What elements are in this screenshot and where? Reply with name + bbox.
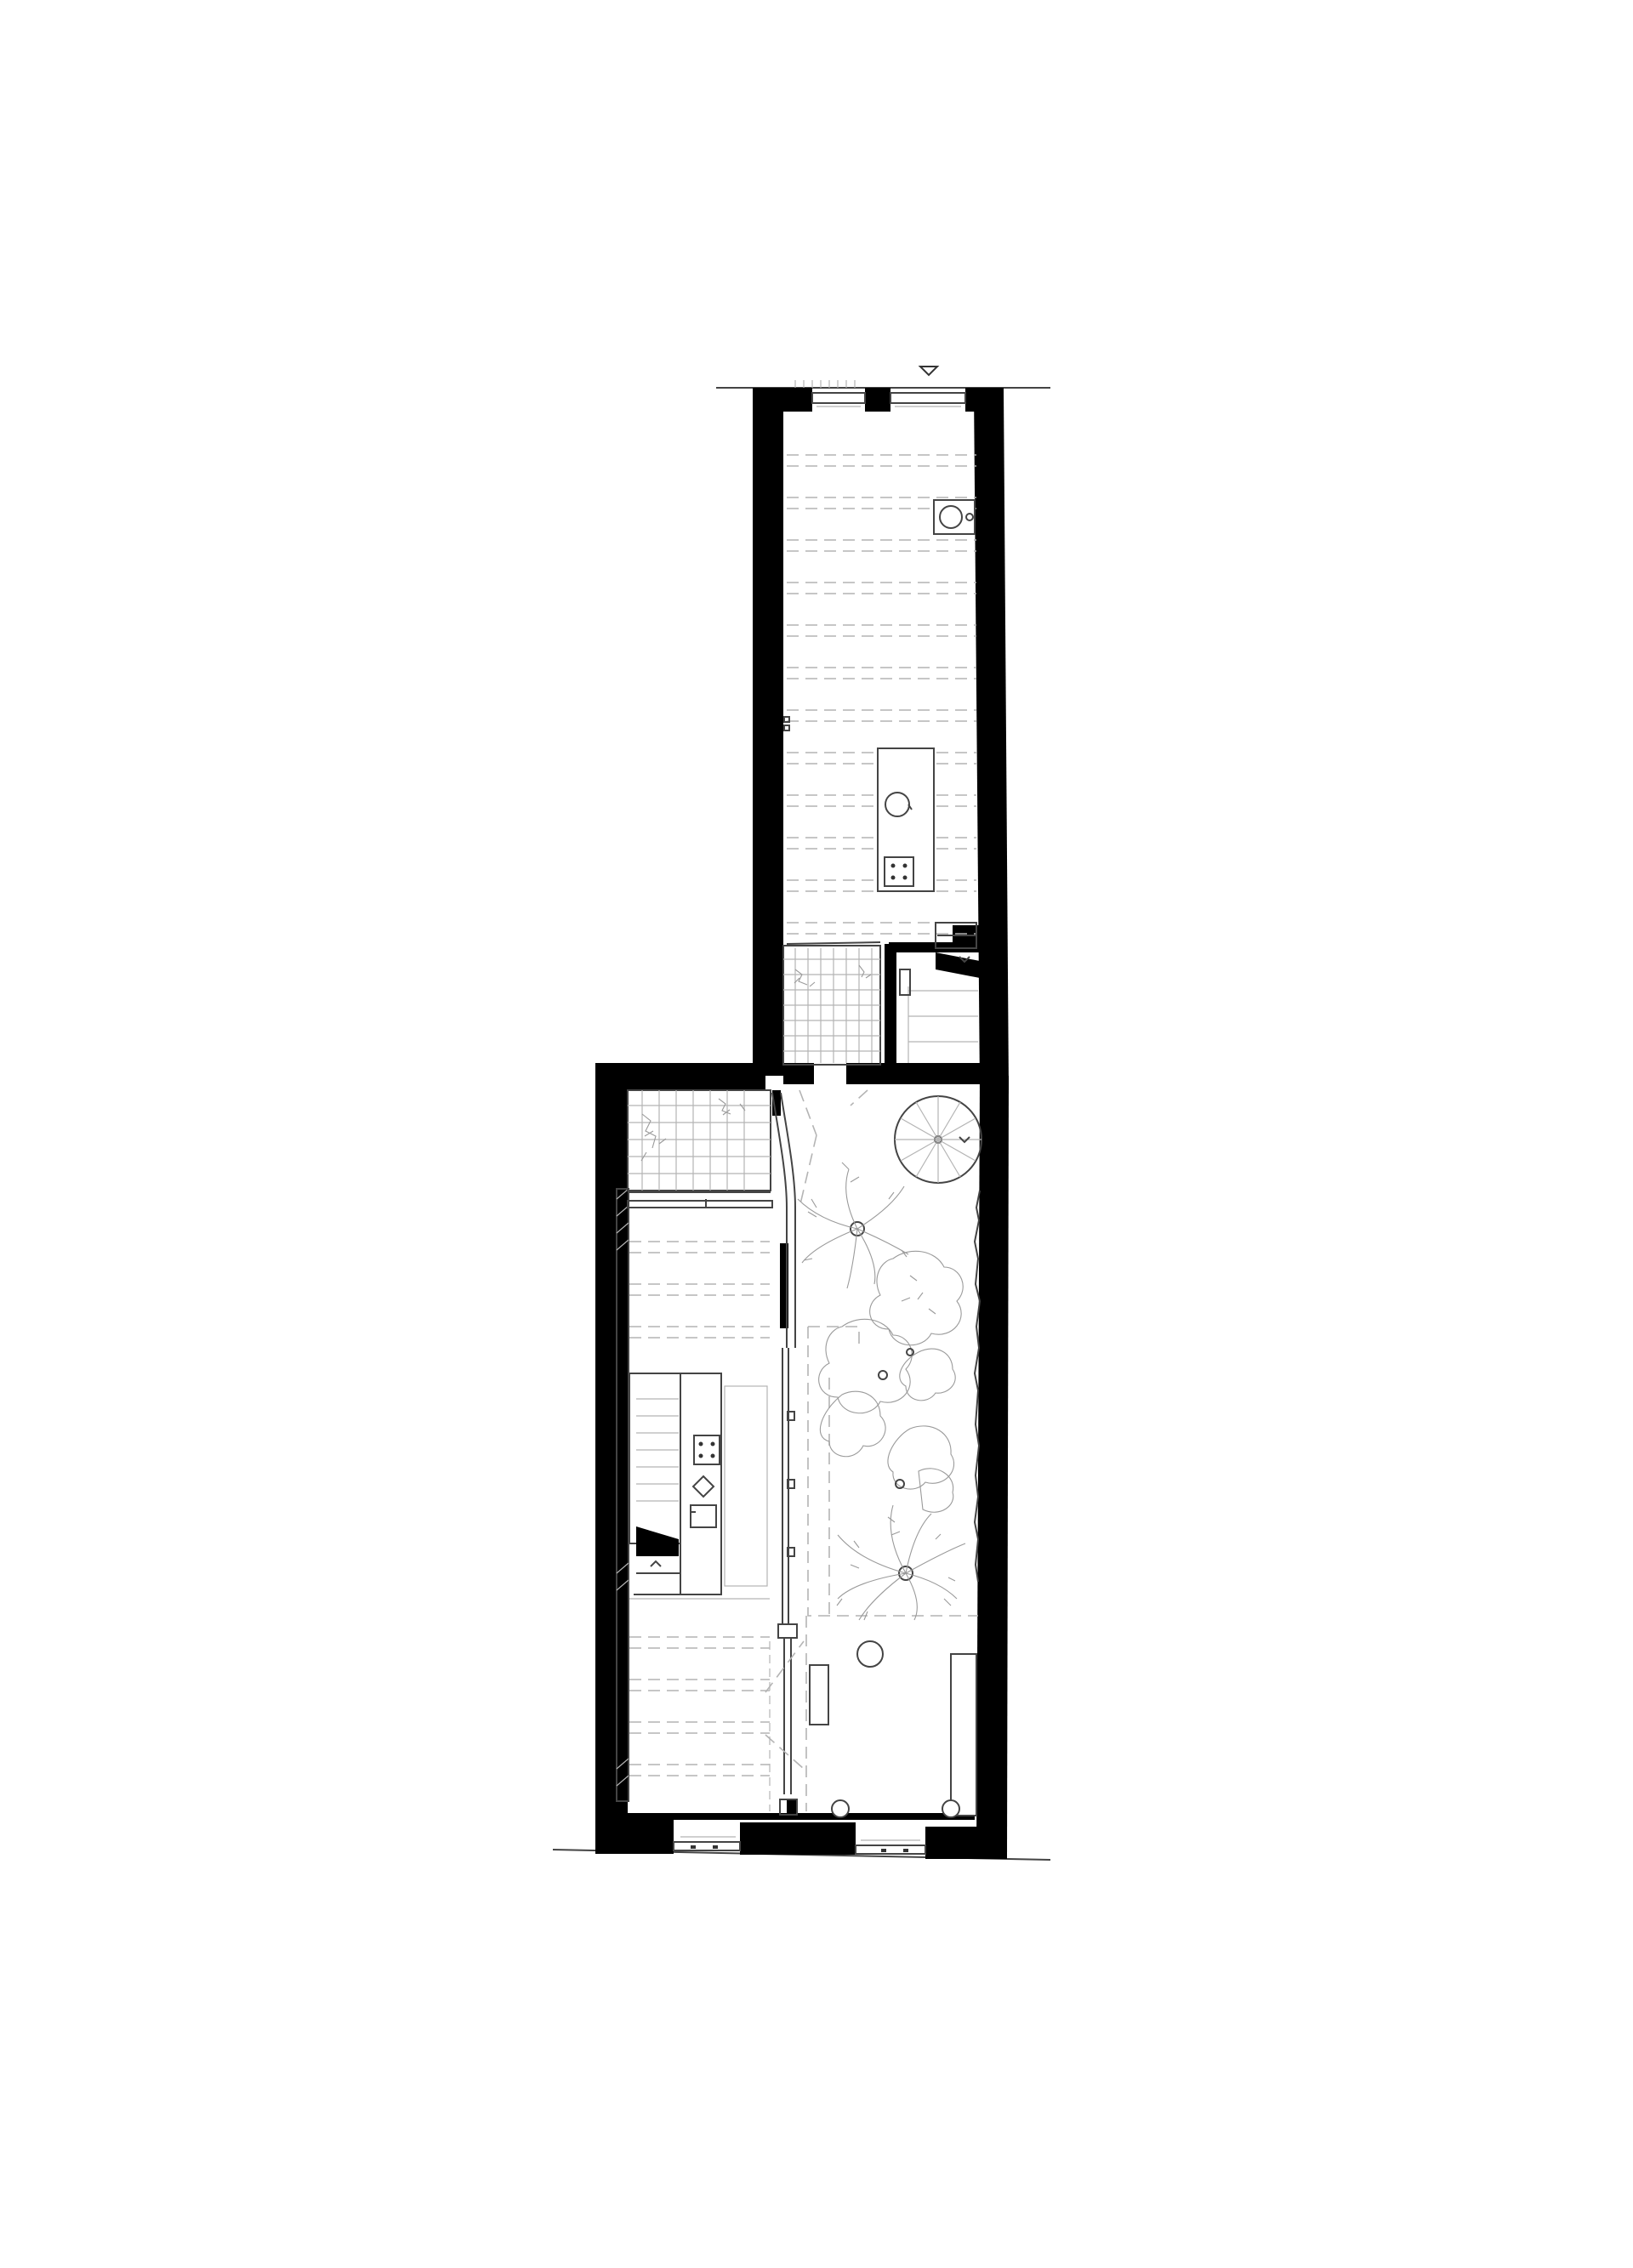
plant-foliage <box>818 1250 964 1414</box>
plant-foliage <box>819 1390 955 1513</box>
stair-direction-arrow-icon <box>959 956 970 963</box>
living-area <box>765 1616 977 1818</box>
hob-icon <box>890 863 908 880</box>
stair-direction-arrow-icon <box>650 1560 662 1567</box>
washbasin <box>933 499 976 535</box>
kitchen-island <box>877 747 935 892</box>
stair-direction-arrow-icon <box>959 1136 970 1144</box>
walls <box>595 388 1009 1859</box>
lower-upper-room-boards <box>627 1199 773 1339</box>
lower-patio-grid <box>627 1089 771 1193</box>
lower-front-windows <box>673 1836 926 1855</box>
lower-left-strip <box>616 1089 798 1816</box>
upper-stair <box>899 922 978 1063</box>
north-entry-triangle-icon <box>918 366 940 377</box>
plant-foliage <box>797 1162 909 1289</box>
spiral-stair <box>894 1095 982 1184</box>
upper-wing <box>782 380 978 1066</box>
wall-outlet-icon <box>783 716 790 731</box>
lower-spine-partition <box>769 1092 798 1816</box>
upper-patio-grid <box>782 941 881 1066</box>
hob-icon <box>698 1441 715 1458</box>
terrace-outline <box>807 1326 978 1617</box>
lower-bottom-room-boards <box>629 1598 770 1776</box>
kitchen-counter <box>680 1373 768 1595</box>
lower-stair <box>629 1373 681 1595</box>
lower-garden <box>673 1089 982 1855</box>
plant-foliage <box>836 1504 966 1621</box>
